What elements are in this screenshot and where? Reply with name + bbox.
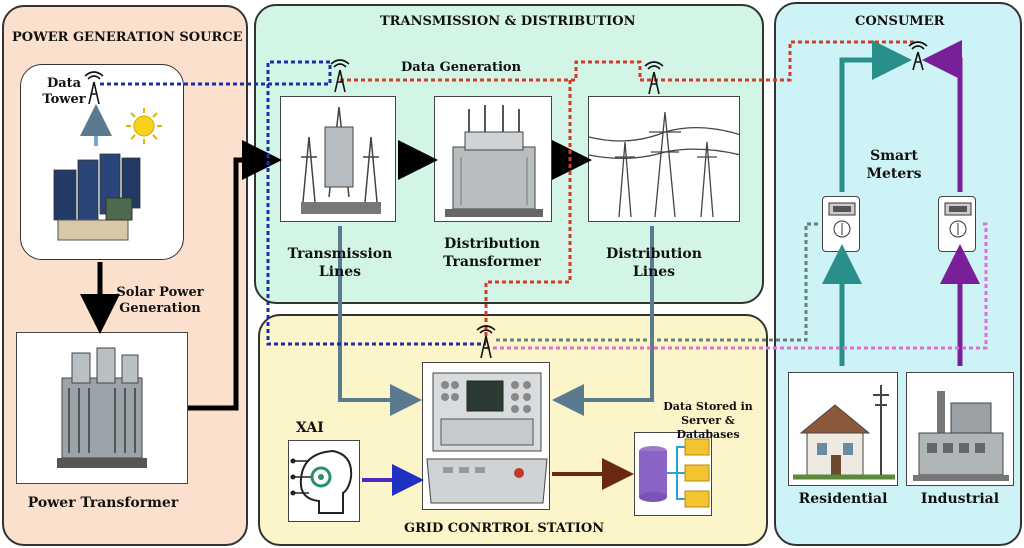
residential-label: Residential	[798, 491, 888, 507]
smart-meters-label: Smart Meters	[866, 148, 922, 182]
line-meter-ind-to-tower	[922, 40, 963, 192]
industrial-image	[906, 372, 1014, 486]
grid-control-console-image	[422, 362, 550, 510]
dashed-red-data-line	[340, 40, 914, 82]
line-meter-res-to-tower	[839, 40, 912, 192]
dashed-grey-data-line	[496, 222, 820, 342]
power-generation-title: POWER GENERATION SOURCE	[12, 30, 243, 45]
line-distribution-to-control	[552, 226, 654, 416]
distribution-transformer-label: Distribution Transformer	[443, 236, 541, 270]
data-stored-label: Data Stored in Server & Databases	[663, 400, 753, 441]
grid-control-title: GRID CONRTROL STATION	[404, 521, 605, 536]
dashed-blue-data-line	[100, 60, 486, 346]
distribution-lines-label: Distribution Lines	[606, 246, 702, 280]
xai-brain-image	[288, 440, 360, 522]
consumer-title: CONSUMER	[855, 14, 945, 29]
transmission-lines-image	[280, 96, 396, 222]
industrial-label: Industrial	[920, 491, 1000, 507]
antenna-icons	[84, 41, 928, 359]
power-transformer-label: Power Transformer	[27, 495, 179, 511]
dashed-pink-data-line	[486, 222, 988, 350]
solar-panel-image	[53, 153, 141, 241]
data-generation-label: Data Generation	[400, 60, 522, 75]
transmission-lines-label: Transmission Lines	[287, 246, 393, 280]
distribution-lines-image	[588, 96, 740, 222]
arrow-transformer-to-transmission	[188, 140, 282, 411]
server-database-image	[634, 432, 712, 516]
xai-label: XAI	[296, 420, 324, 436]
residential-image	[788, 372, 898, 486]
data-tower-label: Data Tower	[42, 76, 86, 108]
solar-power-generation-label: Solar Power Generation	[116, 285, 204, 317]
sun-icon	[126, 108, 162, 144]
power-transformer-image	[16, 332, 188, 484]
transmission-title: TRANSMISSION & DISTRIBUTION	[380, 14, 636, 29]
smart-meter-industrial	[938, 196, 976, 252]
dashed-red-lower	[484, 80, 572, 344]
line-transmission-to-control	[338, 226, 422, 416]
